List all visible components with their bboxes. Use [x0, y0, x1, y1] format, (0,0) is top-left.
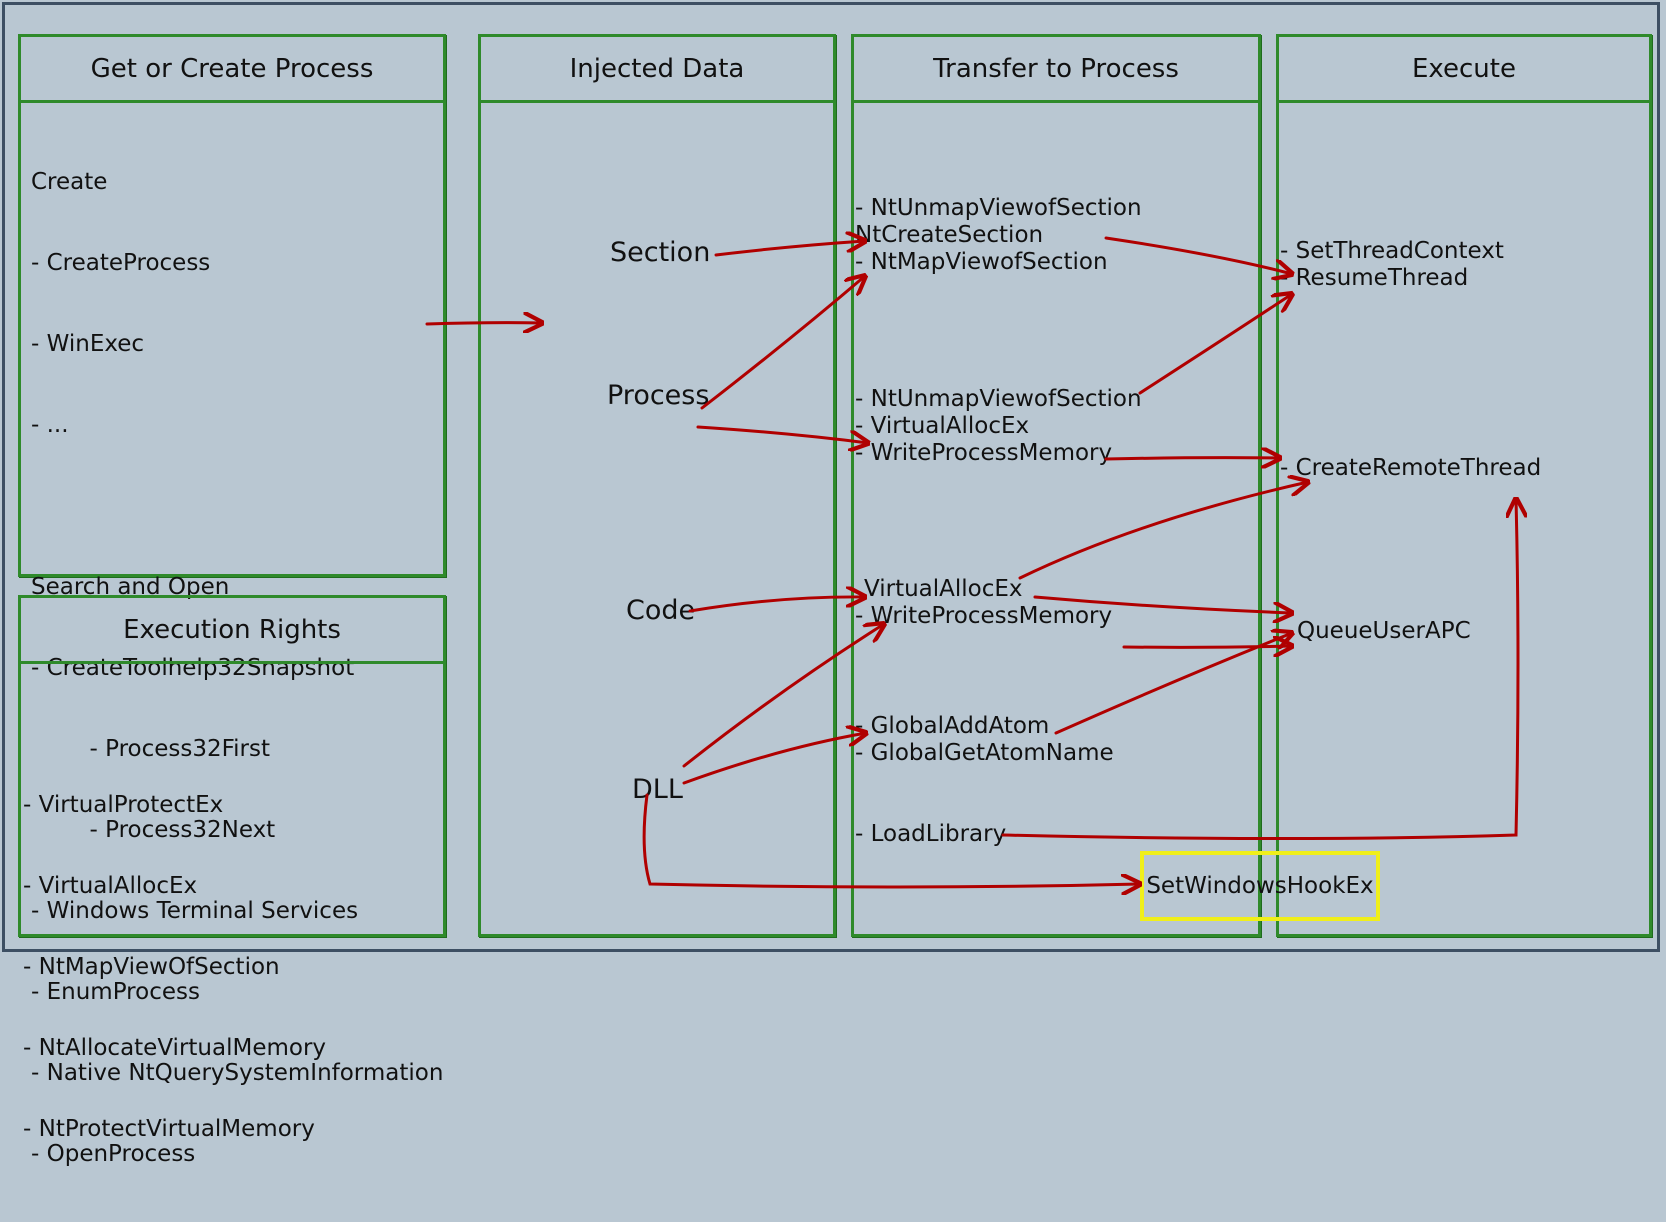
arrows-layer: [425, 0, 1666, 958]
transfer-load-apis: - LoadLibrary: [855, 821, 1006, 848]
arrow-virtualalloc-to-remote: [1018, 482, 1308, 580]
arrow-loadlibrary-to-remote: [1001, 499, 1518, 840]
process-line: - Process32First: [31, 736, 271, 762]
arrow-code-to-virtualalloc: [688, 597, 865, 613]
rights-line: - NtAllocateVirtualMemory: [23, 1035, 327, 1061]
process-line: - CreateToolhelp32Snapshot: [31, 655, 355, 681]
arrow-section-to-transfer: [714, 241, 865, 257]
arrow-virtualalloc-to-apc: [1033, 595, 1292, 613]
transfer-section-apis: - NtUnmapViewofSection NtCreateSection -…: [855, 195, 1142, 276]
arrow-wpm-to-remote: [1104, 458, 1280, 459]
rights-line: - NtMapViewOfSection: [23, 954, 280, 980]
transfer-line: NtCreateSection: [855, 222, 1044, 248]
execute-line: - SetThreadContext: [1280, 238, 1504, 264]
diagram-frame: [2, 2, 1660, 952]
arrow-unmap-to-resume: [1138, 294, 1292, 395]
transfer-line: - GlobalGetAtomName: [855, 740, 1114, 766]
process-line: - ...: [31, 412, 69, 438]
transfer-line: - VirtualAllocEx: [855, 413, 1030, 439]
transfer-line: - NtMapViewofSection: [855, 249, 1108, 275]
hook-box-label: SetWindowsHookEx: [1146, 873, 1374, 899]
execute-thread-apis: - SetThreadContext - ResumeThread: [1280, 238, 1504, 292]
injected-process-label: Process: [607, 380, 710, 411]
panel-title: Execution Rights: [21, 598, 443, 664]
injected-dll-label: DLL: [632, 774, 683, 805]
panel-title: Get or Create Process: [21, 37, 443, 103]
execute-line: - ResumeThread: [1280, 265, 1469, 291]
transfer-line: - WriteProcessMemory: [855, 440, 1113, 466]
transfer-atom-apis: - GlobalAddAtom - GlobalGetAtomName: [855, 713, 1114, 767]
panel-title: Injected Data: [481, 37, 833, 103]
process-line: - Windows Terminal Services: [31, 898, 359, 924]
arrow-dll-to-hook: [642, 793, 1140, 887]
process-line: - WinExec: [31, 331, 145, 357]
panel-title: Execute: [1279, 37, 1649, 103]
execute-remote-thread: - CreateRemoteThread: [1280, 455, 1541, 482]
rights-line: - VirtualProtectEx: [23, 792, 224, 818]
process-line: Create: [31, 169, 108, 195]
panel-injected-data: Injected Data: [478, 34, 836, 937]
panel-execute: Execute: [1276, 34, 1652, 937]
execute-queue-user-apc: QueueUserAPC: [1297, 618, 1471, 645]
transfer-line: - NtUnmapViewofSection: [855, 195, 1142, 221]
arrow-process-to-mapview: [700, 276, 865, 410]
arrow-dll-to-globaladdatom: [682, 733, 866, 785]
arrow-process-to-injected: [425, 323, 542, 324]
transfer-line: - GlobalAddAtom: [855, 713, 1050, 739]
arrow-wpm-to-apc: [1122, 646, 1292, 647]
rights-line: - VirtualAllocEx: [23, 873, 198, 899]
transfer-line: VirtualAllocEx: [864, 576, 1023, 602]
panel-transfer-to-process: Transfer to Process: [851, 34, 1261, 937]
transfer-process-apis: - NtUnmapViewofSection - VirtualAllocEx …: [855, 386, 1142, 467]
arrow-globaladdatom-to-apc: [1054, 633, 1292, 735]
injected-section-label: Section: [610, 237, 711, 268]
transfer-line: - WriteProcessMemory: [855, 603, 1113, 629]
transfer-line: - LoadLibrary: [855, 821, 1007, 847]
arrow-dll-to-wpm: [682, 624, 884, 768]
execute-line: QueueUserAPC: [1297, 618, 1471, 644]
execute-line: - CreateRemoteThread: [1280, 455, 1542, 481]
process-line: - CreateProcess: [31, 250, 211, 276]
arrow-createsection-to-resume: [1104, 236, 1292, 274]
injected-code-label: Code: [626, 595, 696, 626]
panel-title: Transfer to Process: [854, 37, 1258, 103]
transfer-line: - NtUnmapViewofSection: [855, 386, 1142, 412]
process-line: - Process32Next: [31, 817, 276, 843]
transfer-code-apis: VirtualAllocEx - WriteProcessMemory: [855, 576, 1112, 630]
arrow-process-to-virtualalloc: [696, 425, 868, 443]
rights-line: - NtProtectVirtualMemory: [23, 1116, 315, 1142]
